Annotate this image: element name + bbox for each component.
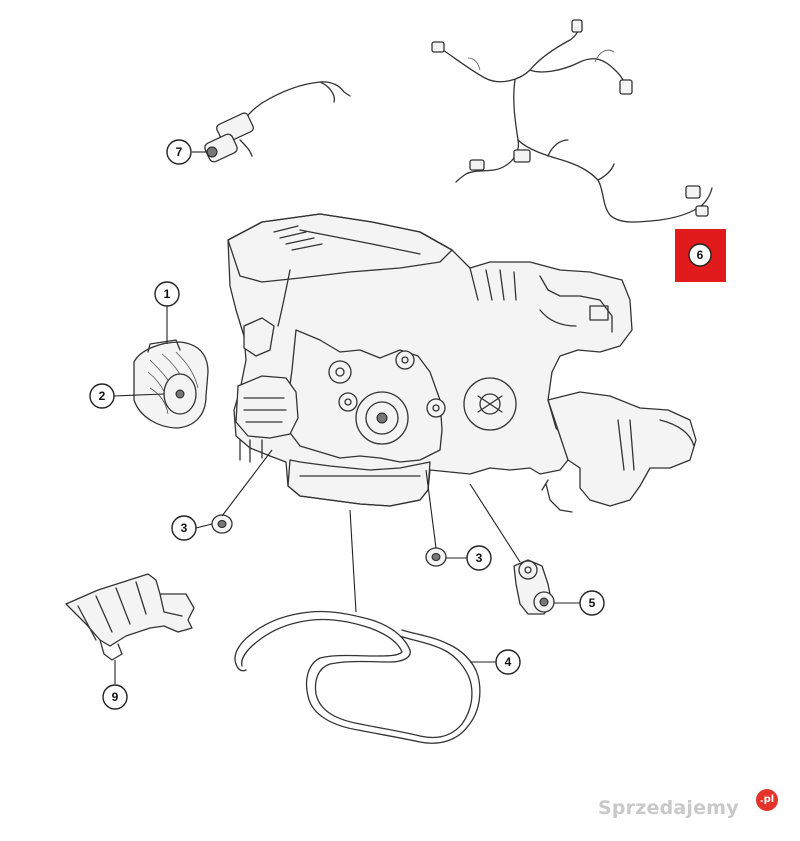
callout-6-label: 6 [697, 248, 704, 262]
leader-3b-up [425, 469, 437, 549]
callout-4: 4 [495, 649, 521, 675]
sensor-icon [204, 81, 351, 163]
leader-lines [113, 151, 580, 684]
serpentine-belt-icon [234, 610, 481, 744]
wiring-harness-icon [431, 19, 713, 223]
pulley-icon [163, 373, 197, 415]
callout-5: 5 [579, 590, 605, 616]
idler-pulley-icon-left [211, 514, 233, 534]
watermark-suffix-badge: .pl [756, 789, 778, 811]
callout-3-left-label: 3 [181, 521, 188, 535]
leader-5-up [469, 483, 521, 563]
callout-3-right-label: 3 [476, 551, 483, 565]
watermark-logo: Sprzedajemy .pl [598, 789, 778, 829]
leader-3a-up [221, 449, 273, 517]
watermark-brand: Sprzedajemy [598, 797, 739, 819]
callout-9-label: 9 [112, 690, 119, 704]
callout-1: 1 [154, 281, 180, 307]
callout-5-label: 5 [589, 596, 596, 610]
callout-7-label: 7 [176, 145, 183, 159]
callout-2: 2 [89, 383, 115, 409]
callout-3-right: 3 [466, 545, 492, 571]
tensioner-icon [513, 559, 555, 615]
callout-7: 7 [166, 139, 192, 165]
callout-6: 6 [688, 243, 712, 267]
callout-9: 9 [102, 684, 128, 710]
leader-4 [349, 509, 357, 613]
callout-3-left: 3 [171, 515, 197, 541]
leader-2 [113, 393, 165, 397]
callout-2-label: 2 [99, 389, 106, 403]
callout-4-label: 4 [505, 655, 512, 669]
engine-block-icon [227, 213, 697, 513]
callout-1-label: 1 [164, 287, 171, 301]
idler-pulley-icon-right [425, 547, 447, 567]
leader-3a [195, 523, 213, 529]
heat-shield-icon [65, 573, 195, 661]
